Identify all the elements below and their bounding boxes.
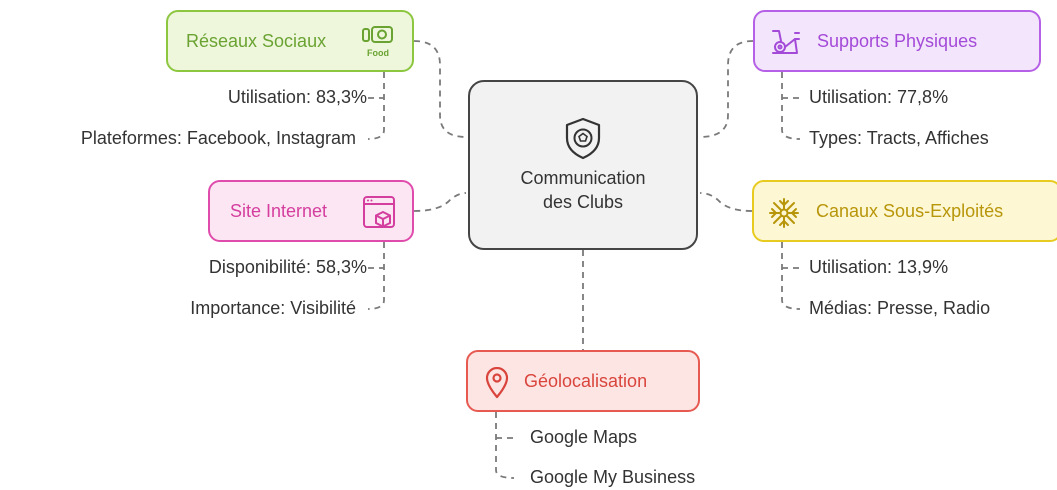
branch-canaux-sous-exploites: Canaux Sous-Exploités — [752, 180, 1057, 242]
branch-supports-physiques: Supports Physiques — [753, 10, 1041, 72]
supports-item-2: Types: Tracts, Affiches — [809, 128, 989, 148]
canaux-item-1: Utilisation: 13,9% — [809, 257, 949, 277]
geo-item-2: Google My Business — [530, 467, 696, 487]
central-title-line1: Communication — [520, 168, 646, 188]
central-title-line2: des Clubs — [542, 192, 624, 212]
canaux-item-2: Médias: Presse, Radio — [809, 298, 991, 318]
geo-item-1: Google Maps — [530, 427, 638, 447]
connector-supports — [699, 40, 754, 138]
reseaux-item-2: Plateformes: Facebook, Instagram — [80, 128, 356, 148]
reseaux-item-1: Utilisation: 83,3% — [227, 87, 367, 107]
branch-reseaux-title: Réseaux Sociaux — [186, 30, 327, 51]
browser-box-icon — [362, 195, 398, 231]
site-item-1: Disponibilité: 58,3% — [208, 257, 367, 277]
connector-reseaux — [413, 40, 467, 138]
branch-reseaux-sociaux: Réseaux Sociaux Food — [166, 10, 414, 72]
branch-site-internet: Site Internet — [208, 180, 414, 242]
exercise-bike-icon — [769, 27, 803, 57]
soccer-shield-icon — [563, 116, 603, 160]
branch-supports-title: Supports Physiques — [817, 30, 978, 51]
camera-food-icon-text: Food — [367, 48, 389, 58]
camera-food-icon: Food — [360, 24, 396, 60]
branch-canaux-title: Canaux Sous-Exploités — [816, 200, 1004, 221]
connector-site — [413, 192, 467, 212]
branch-geolocalisation: Géolocalisation — [466, 350, 700, 412]
branch-site-title: Site Internet — [230, 200, 328, 221]
central-node: Communication des Clubs — [468, 80, 698, 250]
connector-canaux — [699, 192, 753, 212]
map-pin-icon — [484, 367, 510, 399]
supports-item-1: Utilisation: 77,8% — [809, 87, 949, 107]
branch-geo-title: Géolocalisation — [524, 370, 648, 391]
snowflake-badge-icon — [767, 196, 801, 230]
site-item-2: Importance: Visibilité — [190, 298, 356, 318]
